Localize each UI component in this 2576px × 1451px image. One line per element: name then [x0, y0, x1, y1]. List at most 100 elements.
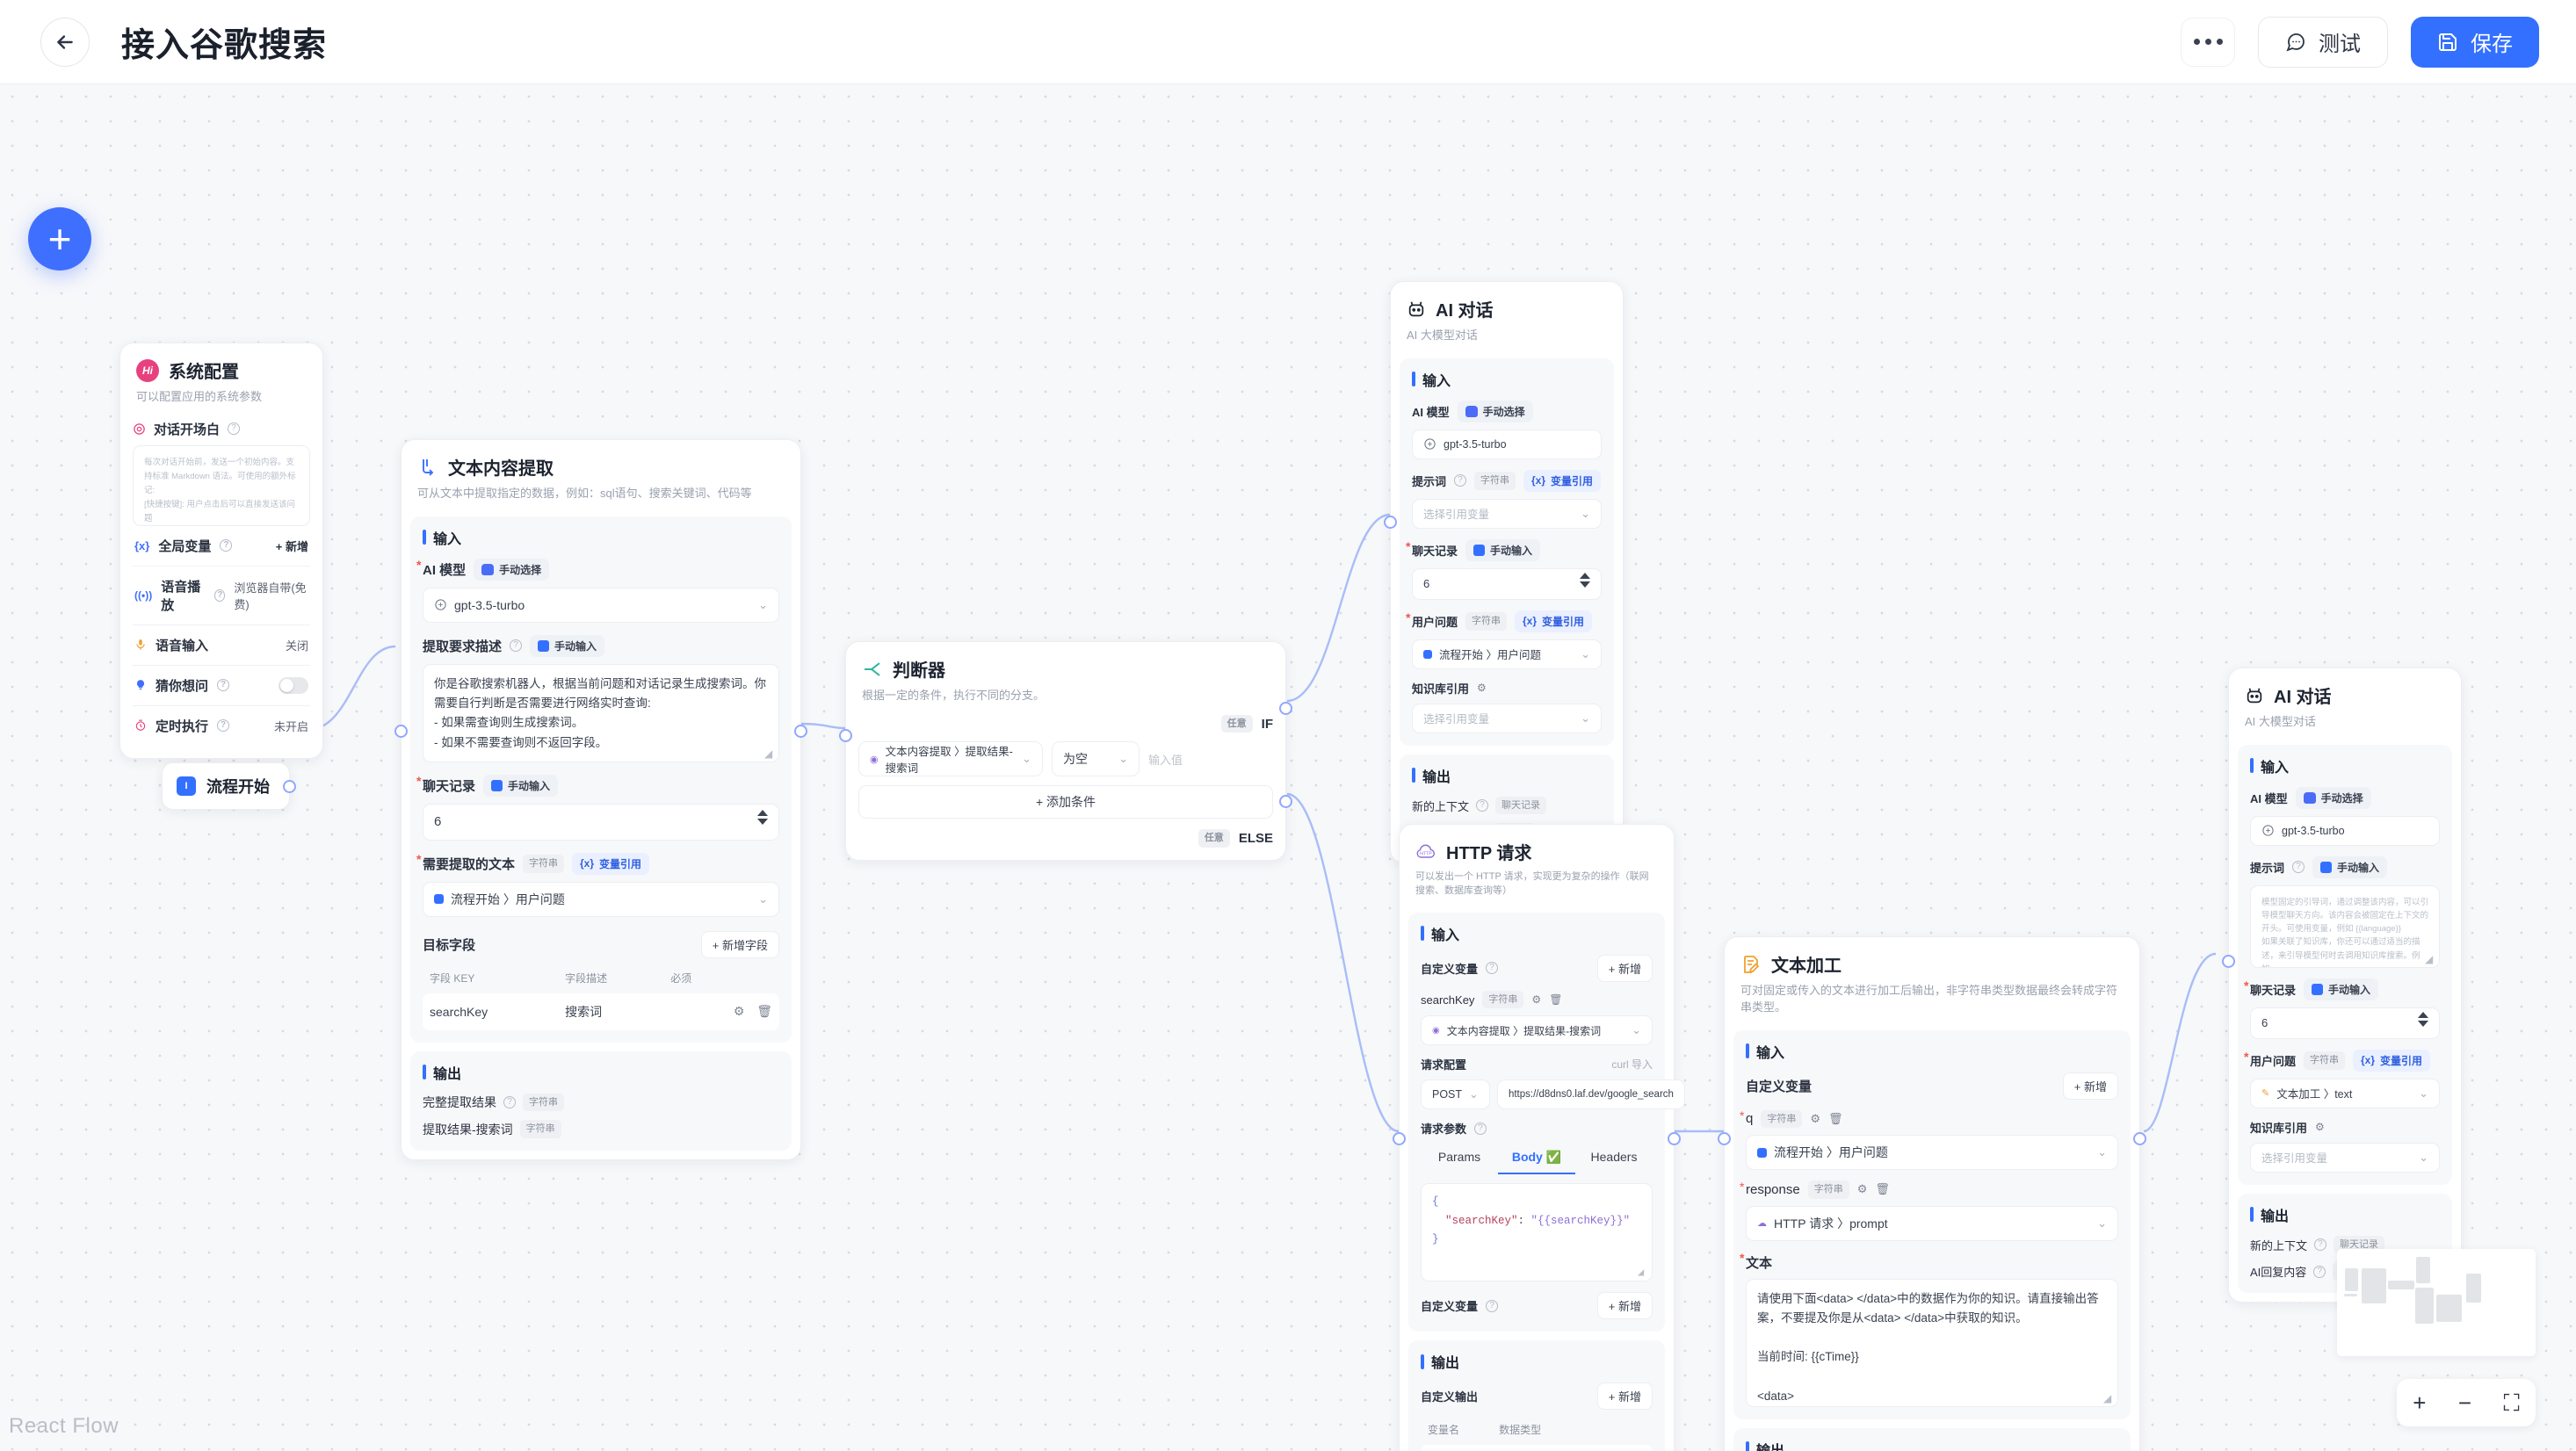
help-icon[interactable]: ?	[214, 588, 226, 602]
searchkey-value-select[interactable]: ◉ 文本内容提取 〉提取结果-搜索词 ⌄	[1421, 1015, 1653, 1046]
user-question-mode-chip[interactable]: {x}变量引用	[2353, 1049, 2431, 1072]
prompt-variable-select[interactable]: 选择引用变量 ⌄	[1412, 498, 1602, 529]
response-value-select[interactable]: ☁ HTTP 请求 〉prompt ⌄	[1746, 1205, 2118, 1241]
resize-handle-icon[interactable]: ◢	[1638, 1267, 1645, 1280]
node-text-process[interactable]: 文本加工 可对固定或传入的文本进行加工后输出，非字符串类型数据最终会转成字符串类…	[1718, 936, 2146, 1451]
help-icon[interactable]: ?	[2314, 1238, 2327, 1252]
node-flow-start[interactable]: I 流程开始	[162, 762, 296, 810]
delete-icon[interactable]: 🗑	[1828, 1111, 1843, 1125]
settings-icon[interactable]: ⚙	[1856, 1182, 1868, 1196]
help-icon[interactable]: ?	[1486, 962, 1499, 975]
body-code-editor[interactable]: { "searchKey": "{{searchKey}}"}◢	[1421, 1183, 1653, 1282]
help-icon[interactable]: ?	[1454, 474, 1467, 487]
target-text-select[interactable]: 流程开始 〉用户问题 ⌄	[423, 881, 779, 917]
add-variable-button[interactable]: + 新增	[1596, 954, 1653, 982]
settings-icon[interactable]: ⚙	[1477, 682, 1487, 695]
prompt-textarea[interactable]: 模型固定的引导词，通过调整该内容，可以引导模型聊天方向。该内容会被固定在上下文的…	[2250, 884, 2440, 968]
help-icon[interactable]: ?	[2313, 1265, 2326, 1278]
history-mode-chip[interactable]: 手动输入	[2304, 978, 2379, 1000]
settings-icon[interactable]: ⚙	[2315, 1121, 2325, 1134]
curl-import-button[interactable]: curl 导入	[1611, 1058, 1653, 1072]
help-icon[interactable]: ?	[510, 639, 523, 653]
config-add-action[interactable]: + 新增	[275, 539, 308, 553]
number-spinner[interactable]	[2418, 1011, 2428, 1027]
resize-handle-icon[interactable]: ◢	[2425, 952, 2434, 965]
config-row-guess-question[interactable]: 猜你想问 ?	[133, 666, 310, 706]
help-icon[interactable]: ?	[217, 719, 230, 733]
condition-operator-select[interactable]: 为空 ⌄	[1052, 741, 1140, 777]
settings-icon[interactable]: ⚙	[1810, 1111, 1820, 1125]
output-handle[interactable]	[1668, 1132, 1681, 1145]
resize-handle-icon[interactable]: ◢	[2103, 1391, 2112, 1404]
node-http-request[interactable]: HTTP HTTP 请求 可以发出一个 HTTP 请求，实现更为复杂的操作（联网…	[1393, 824, 1685, 1451]
zoom-in-button[interactable]: +	[2413, 1390, 2427, 1416]
history-number-input[interactable]: 6	[2250, 1007, 2440, 1039]
opening-textarea[interactable]: 每次对话开始前，发送一个初始内容。支持标准 Markdown 语法。可使用的额外…	[133, 444, 310, 526]
node-system-config[interactable]: Hi 系统配置 可以配置应用的系统参数 对话开场白 ? 每次对话开始前，发送一个…	[119, 343, 323, 759]
help-icon[interactable]: ?	[220, 539, 233, 552]
node-ai-chat-1[interactable]: AI 对话 AI 大模型对话 输入 AI 模型 手动选择 gpt-3.5-tur…	[1384, 281, 1624, 863]
resize-handle-icon[interactable]: ◢	[764, 747, 773, 760]
input-handle[interactable]	[1384, 516, 1397, 529]
test-button[interactable]: 测试	[2258, 16, 2388, 68]
delete-icon[interactable]: 🗑	[756, 1004, 772, 1019]
table-row[interactable]: searchKey 搜索词 ⚙ 🗑	[423, 993, 779, 1030]
help-icon[interactable]: ?	[217, 679, 230, 692]
text-textarea[interactable]: 请使用下面<data> </data>中的数据作为你的知识。请直接输出答案，不要…	[1746, 1278, 2118, 1407]
node-condition[interactable]: 判断器 根据一定的条件，执行不同的分支。 任意 IF ◉ 文本内容提取 〉提取结…	[839, 641, 1292, 861]
delete-icon[interactable]: 🗑	[1549, 993, 1563, 1007]
guess-question-toggle[interactable]	[279, 676, 308, 694]
knowledge-select[interactable]: 选择引用变量 ⌄	[1412, 703, 1602, 733]
help-icon[interactable]: ?	[503, 1096, 516, 1109]
back-button[interactable]	[40, 17, 90, 67]
q-value-select[interactable]: 流程开始 〉用户问题 ⌄	[1746, 1135, 2118, 1171]
input-handle[interactable]	[2222, 955, 2235, 968]
node-text-extract[interactable]: 文本内容提取 可从文本中提取指定的数据，例如：sql语句、搜索关键词、代码等 输…	[394, 439, 807, 1160]
number-spinner[interactable]	[1580, 572, 1590, 588]
history-mode-chip[interactable]: 手动输入	[1465, 538, 1541, 561]
add-variable-button-2[interactable]: + 新增	[1596, 1292, 1653, 1320]
number-spinner[interactable]	[757, 809, 768, 825]
node-ai-chat-2[interactable]: AI 对话 AI 大模型对话 输入 AI 模型 手动选择 gpt-3.5-tur…	[2222, 668, 2462, 1303]
target-text-mode-chip[interactable]: {x}变量引用	[572, 852, 650, 875]
zoom-out-button[interactable]: −	[2457, 1390, 2472, 1416]
config-row-voice-play[interactable]: ((•)) 语音播放 ? 浏览器自带(免费)	[133, 567, 310, 625]
tab-body[interactable]: Body ✅	[1498, 1144, 1575, 1175]
input-handle[interactable]	[1718, 1132, 1731, 1145]
help-icon[interactable]: ?	[1476, 799, 1489, 812]
help-icon[interactable]: ?	[1474, 1122, 1487, 1135]
input-handle[interactable]	[1393, 1132, 1406, 1145]
flow-canvas[interactable]: + React Flow Hi 系统配置 可以配置应用的系统参数	[0, 84, 2576, 1451]
output-handle[interactable]	[2133, 1132, 2146, 1145]
table-row[interactable]: prompt 字符串 ⚙ 🗑	[1421, 1445, 1653, 1451]
save-button[interactable]: 保存	[2411, 16, 2539, 68]
user-question-select[interactable]: 流程开始 〉用户问题 ⌄	[1412, 639, 1602, 669]
ai-model-mode-chip[interactable]: 手动选择	[1457, 400, 1533, 422]
add-node-button[interactable]: +	[28, 207, 91, 271]
ai-model-mode-chip[interactable]: 手动选择	[2295, 786, 2371, 809]
tab-params[interactable]: Params	[1437, 1150, 1481, 1165]
condition-variable-select[interactable]: ◉ 文本内容提取 〉提取结果-搜索词 ⌄	[858, 741, 1043, 777]
ai-model-select[interactable]: gpt-3.5-turbo	[2250, 815, 2440, 846]
prompt-mode-chip[interactable]: {x}变量引用	[1523, 469, 1602, 492]
more-options-button[interactable]	[2181, 17, 2235, 67]
if-output-handle[interactable]	[1279, 702, 1292, 715]
input-handle[interactable]	[394, 725, 408, 738]
add-variable-button[interactable]: + 新增	[2062, 1072, 2118, 1100]
extract-req-mode-chip[interactable]: 手动输入	[530, 634, 605, 657]
http-method-select[interactable]: POST ⌄	[1421, 1079, 1490, 1110]
config-row-global-variable[interactable]: {x} 全局变量 ? + 新增	[133, 526, 310, 567]
zoom-controls[interactable]: + − ⛶	[2397, 1379, 2536, 1426]
history-number-input[interactable]: 6	[1412, 567, 1602, 600]
knowledge-select[interactable]: 选择引用变量 ⌄	[2250, 1142, 2440, 1173]
history-mode-chip[interactable]: 手动输入	[483, 774, 559, 797]
config-row-scheduled[interactable]: 定时执行 ? 未开启	[133, 706, 310, 746]
minimap[interactable]	[2337, 1249, 2536, 1356]
config-row-voice-input[interactable]: 语音输入 关闭	[133, 625, 310, 666]
help-icon[interactable]: ?	[1486, 1299, 1499, 1312]
add-condition-button[interactable]: + 添加条件	[858, 785, 1273, 819]
help-icon[interactable]: ?	[228, 422, 241, 436]
prompt-mode-chip[interactable]: 手动输入	[2312, 855, 2388, 878]
user-question-select[interactable]: ✎ 文本加工 〉text ⌄	[2250, 1078, 2440, 1108]
ai-model-select[interactable]: gpt-3.5-turbo	[1412, 429, 1602, 459]
